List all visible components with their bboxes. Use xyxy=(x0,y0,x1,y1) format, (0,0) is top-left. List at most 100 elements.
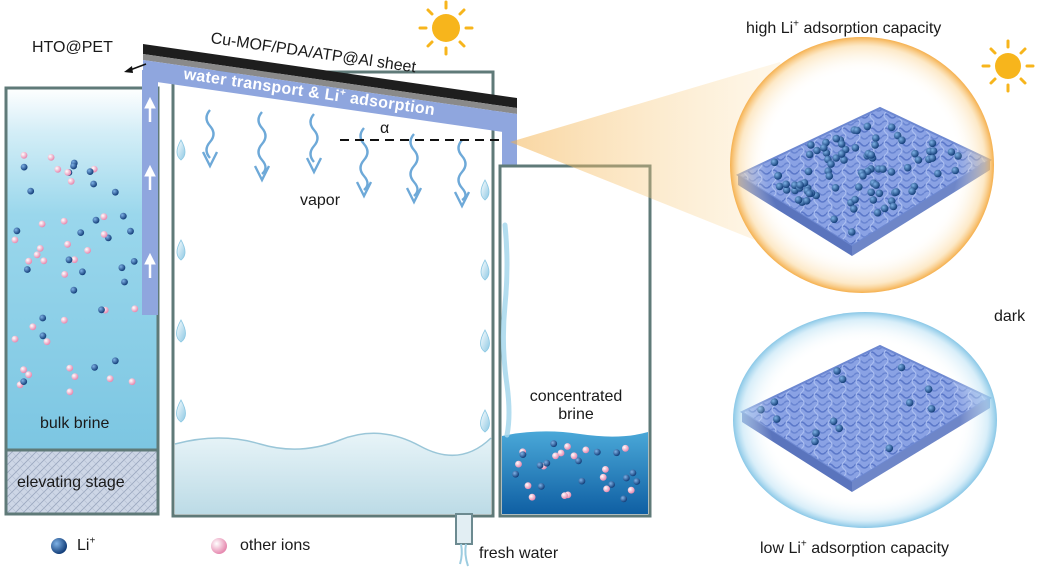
other-ion xyxy=(43,338,51,346)
other-ion xyxy=(627,486,635,494)
hto-pet-pointer xyxy=(124,63,147,73)
fresh-water-label: fresh water xyxy=(479,545,559,562)
water-droplet-icon xyxy=(176,319,186,343)
other-ion xyxy=(131,305,139,313)
hto-pet-label: HTO@PET xyxy=(32,39,113,56)
li-ion xyxy=(537,483,545,490)
sun-icon xyxy=(981,39,1035,93)
condensation-droplets xyxy=(176,139,490,433)
other-ion xyxy=(38,220,46,228)
water-droplet-icon xyxy=(176,239,186,261)
other-ion xyxy=(570,452,578,460)
other-ion xyxy=(33,251,41,259)
concentrated-brine-liquid xyxy=(502,431,648,514)
li-ion xyxy=(77,229,85,237)
other-ion xyxy=(528,493,536,501)
li-ion xyxy=(92,216,100,224)
sun-icon xyxy=(418,0,474,56)
li-ion xyxy=(20,378,28,385)
other-ion xyxy=(40,257,48,265)
other-ion xyxy=(67,177,75,185)
elevating-stage-label: elevating stage xyxy=(17,474,125,491)
li-ion xyxy=(633,478,641,485)
other-ion xyxy=(11,236,19,244)
li-ion xyxy=(27,187,35,195)
other-ion xyxy=(64,240,71,248)
other-ion-legend-marker xyxy=(211,538,227,554)
vapor-label: vapor xyxy=(300,192,341,209)
other-ion xyxy=(61,271,69,278)
vapor-arrow-icon xyxy=(453,139,471,209)
li-ion xyxy=(23,266,31,273)
vapor-arrow-icon xyxy=(201,109,219,169)
fresh-water-pool xyxy=(175,433,491,514)
elevating-stage xyxy=(4,448,160,516)
other-ion xyxy=(552,452,559,460)
li-ion xyxy=(629,469,637,477)
other-ion xyxy=(11,335,19,343)
alpha-label: α xyxy=(380,120,390,137)
overflow-stream xyxy=(500,222,512,438)
other-ion xyxy=(524,482,532,490)
cu-mof-sheet-grey-layer xyxy=(143,54,517,114)
other-ion xyxy=(60,217,68,225)
other-ion xyxy=(47,154,55,161)
li-ion xyxy=(121,278,128,286)
other-ion xyxy=(106,375,114,383)
other-ion xyxy=(25,371,33,379)
other-ion xyxy=(515,460,522,468)
bulk-brine-label: bulk brine xyxy=(40,415,110,432)
concentrated-brine-label-line2: brine xyxy=(558,406,594,423)
water-droplet-icon xyxy=(480,259,490,281)
other-ion xyxy=(561,492,568,499)
li-ion xyxy=(111,357,119,365)
li-legend-text: Li xyxy=(77,537,90,554)
li-ion xyxy=(79,268,86,276)
li-ion-legend-label: Li+ xyxy=(77,535,96,555)
li-ion xyxy=(119,212,127,220)
other-ion xyxy=(20,151,28,159)
other-ion xyxy=(603,485,610,493)
other-ion xyxy=(84,247,91,254)
li-ion xyxy=(70,162,77,170)
water-droplet-icon xyxy=(480,409,490,433)
li-ion-legend-marker xyxy=(51,538,67,554)
water-droplet-icon xyxy=(480,329,490,353)
li-ion xyxy=(98,306,105,314)
flow-arrow-icon xyxy=(144,96,156,122)
cu-mof-sheet-dark-layer xyxy=(143,44,517,108)
li-ion xyxy=(90,180,97,188)
li-ion xyxy=(111,188,119,196)
concentrated-brine-label: concentrated brine xyxy=(518,388,634,424)
li-ion xyxy=(13,227,21,235)
li-ion xyxy=(578,477,586,485)
other-ion xyxy=(564,443,571,450)
concentrated-brine-ions xyxy=(512,440,641,503)
li-ion xyxy=(593,448,601,456)
other-ion xyxy=(36,245,44,252)
li-ion xyxy=(512,470,519,478)
li-ion xyxy=(86,168,94,176)
li-ion xyxy=(70,286,78,294)
li-ion xyxy=(127,227,134,235)
vapor-arrow-icon xyxy=(405,133,423,205)
upward-flow-arrows xyxy=(144,96,156,278)
other-ion xyxy=(128,378,136,386)
li-legend-sup: + xyxy=(89,535,96,547)
other-ion xyxy=(71,256,78,264)
li-ion xyxy=(130,258,138,265)
other-ion xyxy=(60,316,68,324)
high-capacity-bubble xyxy=(730,37,994,293)
li-ion xyxy=(536,462,544,469)
other-ion xyxy=(582,446,590,454)
li-ion xyxy=(543,459,551,467)
other-ion xyxy=(66,364,74,372)
dark-label: dark xyxy=(994,308,1026,325)
li-ion xyxy=(39,332,47,340)
li-ion xyxy=(550,440,558,448)
water-transport-band xyxy=(143,60,517,134)
bulk-brine-ions xyxy=(11,151,139,396)
li-ion xyxy=(575,457,582,465)
flow-arrow-icon xyxy=(144,252,156,278)
